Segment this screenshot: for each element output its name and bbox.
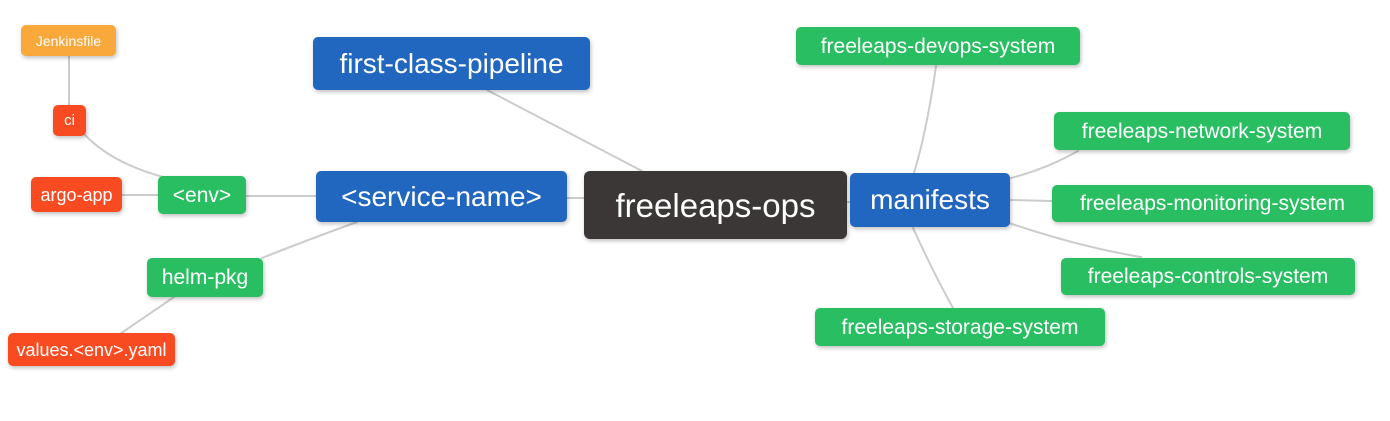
node-freeleaps-network-system[interactable]: freeleaps-network-system xyxy=(1054,112,1350,150)
edge-manifests-storage xyxy=(912,227,954,309)
node-freeleaps-ops-root[interactable]: freeleaps-ops xyxy=(584,171,847,239)
node-freeleaps-storage-system[interactable]: freeleaps-storage-system xyxy=(815,308,1105,346)
node-argo-app[interactable]: argo-app xyxy=(31,177,122,212)
edge-manifests-devops xyxy=(913,65,937,174)
edge-helm-pkg-values-yaml xyxy=(119,296,175,335)
edge-service-name-helm-pkg xyxy=(261,221,358,259)
node-first-class-pipeline[interactable]: first-class-pipeline xyxy=(313,37,590,90)
node-values-env-yaml[interactable]: values.<env>.yaml xyxy=(8,333,175,366)
node-manifests[interactable]: manifests xyxy=(850,173,1010,227)
edge-ci-env xyxy=(84,134,164,178)
node-freeleaps-monitoring-system[interactable]: freeleaps-monitoring-system xyxy=(1052,185,1373,222)
edge-manifests-network xyxy=(1010,150,1079,179)
node-freeleaps-devops-system[interactable]: freeleaps-devops-system xyxy=(796,27,1080,65)
node-ci[interactable]: ci xyxy=(53,105,86,136)
node-freeleaps-controls-system[interactable]: freeleaps-controls-system xyxy=(1061,258,1355,295)
node-env[interactable]: <env> xyxy=(158,176,246,214)
node-jenkinsfile[interactable]: Jenkinsfile xyxy=(21,25,116,56)
edge-manifests-controls xyxy=(1008,222,1142,258)
edge-pipeline-root xyxy=(486,89,643,172)
node-service-name[interactable]: <service-name> xyxy=(316,171,567,222)
node-helm-pkg[interactable]: helm-pkg xyxy=(147,258,263,297)
edge-manifests-monitoring xyxy=(1009,199,1053,202)
